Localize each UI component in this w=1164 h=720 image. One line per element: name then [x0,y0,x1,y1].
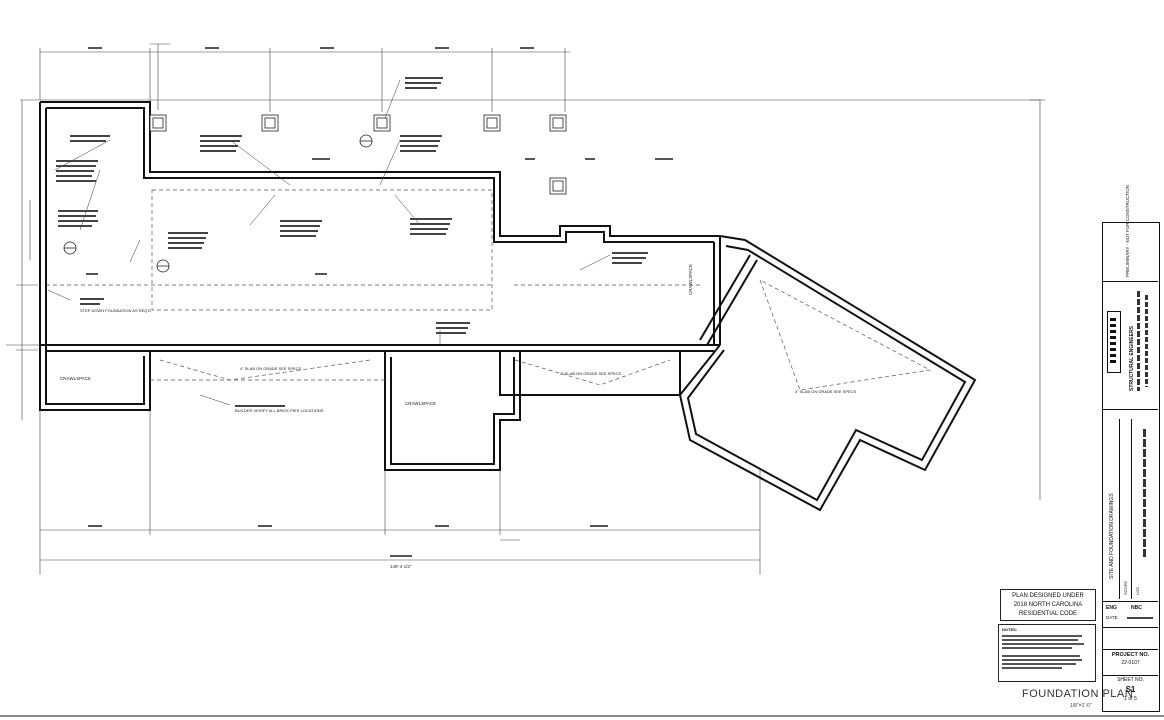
crawlspace-label-right: CRAWLSPACE [688,264,693,295]
bottom-dimension-lines [39,410,761,575]
angled-wing-walls [678,235,977,512]
slab-label-left: 4" SLAB ON GRADE SEE SPECS [240,366,302,371]
leader-lines [47,79,611,406]
firm-cell: STRUCTURAL ENGINEERS [1103,281,1158,410]
left-dimension-lines [6,100,40,420]
project-number-value: 22-0107 [1121,660,1140,666]
plan-scale: 1/8"=1'-0" [1070,703,1092,709]
code-note-line-2: 2018 NORTH CAROLINA [1013,602,1083,608]
sheet-subtitle-marks [1143,429,1146,559]
eng-label: ENG [1106,605,1117,611]
notes-heading: NOTES: [1002,627,1018,632]
status-text: PRELIMINARY - NOT FOR CONSTRUCTION [1125,184,1130,277]
code-note-line-1: PLAN DESIGNED UNDER [1012,593,1084,599]
overall-dimension-label: 149'-4 1/2" [390,564,412,569]
eng-date-cell: ENG NBC DATE [1103,603,1158,628]
sheet-title-cell: SITE AND FOUNDATION DRAWINGS SCOPE LOC [1103,409,1158,602]
sheet-of: 1 of 5 [1124,696,1137,702]
slab-label-center: 4" SLAB ON GRADE SEE SPECS [560,371,622,376]
sheet-number-label: SHEET NO. [1117,677,1144,683]
title-block: PRELIMINARY - NOT FOR CONSTRUCTION STRUC… [1102,184,1160,712]
section-markers [63,134,373,273]
sheet-title: SITE AND FOUNDATION DRAWINGS [1109,493,1115,579]
firm-logo [1107,311,1121,373]
plan-title: FOUNDATION PLAN [1022,688,1134,700]
top-dimension-lines [20,43,1045,500]
general-notes-box: NOTES: [998,624,1096,682]
project-number-label: PROJECT NO. [1111,652,1150,658]
status-cell: PRELIMINARY - NOT FOR CONSTRUCTION [1103,184,1158,282]
project-number-cell: PROJECT NO. 22-0107 [1103,649,1158,676]
dimension-value-marks [86,47,673,557]
sheet-number-cell: SHEET NO. S1 1 of 5 [1103,675,1158,710]
slab-label-wing: 4" SLAB ON GRADE SEE SPECS [795,389,857,394]
notes-text-marks [1002,634,1092,669]
date-value-marks [1127,617,1153,619]
sheet-number-value: S1 [1125,685,1136,694]
date-label: DATE [1106,615,1118,620]
code-note-box: PLAN DESIGNED UNDER 2018 NORTH CAROLINA … [1000,589,1096,621]
step-down-label: STEP DOWN FOUNDATION AS REQ'D [80,308,151,313]
location-label: LOC [1135,586,1140,595]
firm-address-marks [1137,291,1140,391]
eng-value: NBC [1131,605,1142,611]
brick-piers [149,114,567,195]
blank-row [1103,627,1158,650]
firm-name: STRUCTURAL ENGINEERS [1129,326,1135,391]
footing-dashed-lines [46,189,932,391]
builder-verify-label: BUILDER VERIFY ALL BRICK PIER LOCATIONS [235,408,324,413]
firm-phone-marks [1145,295,1148,387]
annotation-text-marks [56,77,648,407]
scope-label: SCOPE [1123,580,1128,595]
crawlspace-label-center: CRAWLSPACE [405,401,436,406]
code-note-line-3: RESIDENTIAL CODE [1018,611,1078,617]
crawlspace-label-left: CRAWLSPACE [60,376,91,381]
